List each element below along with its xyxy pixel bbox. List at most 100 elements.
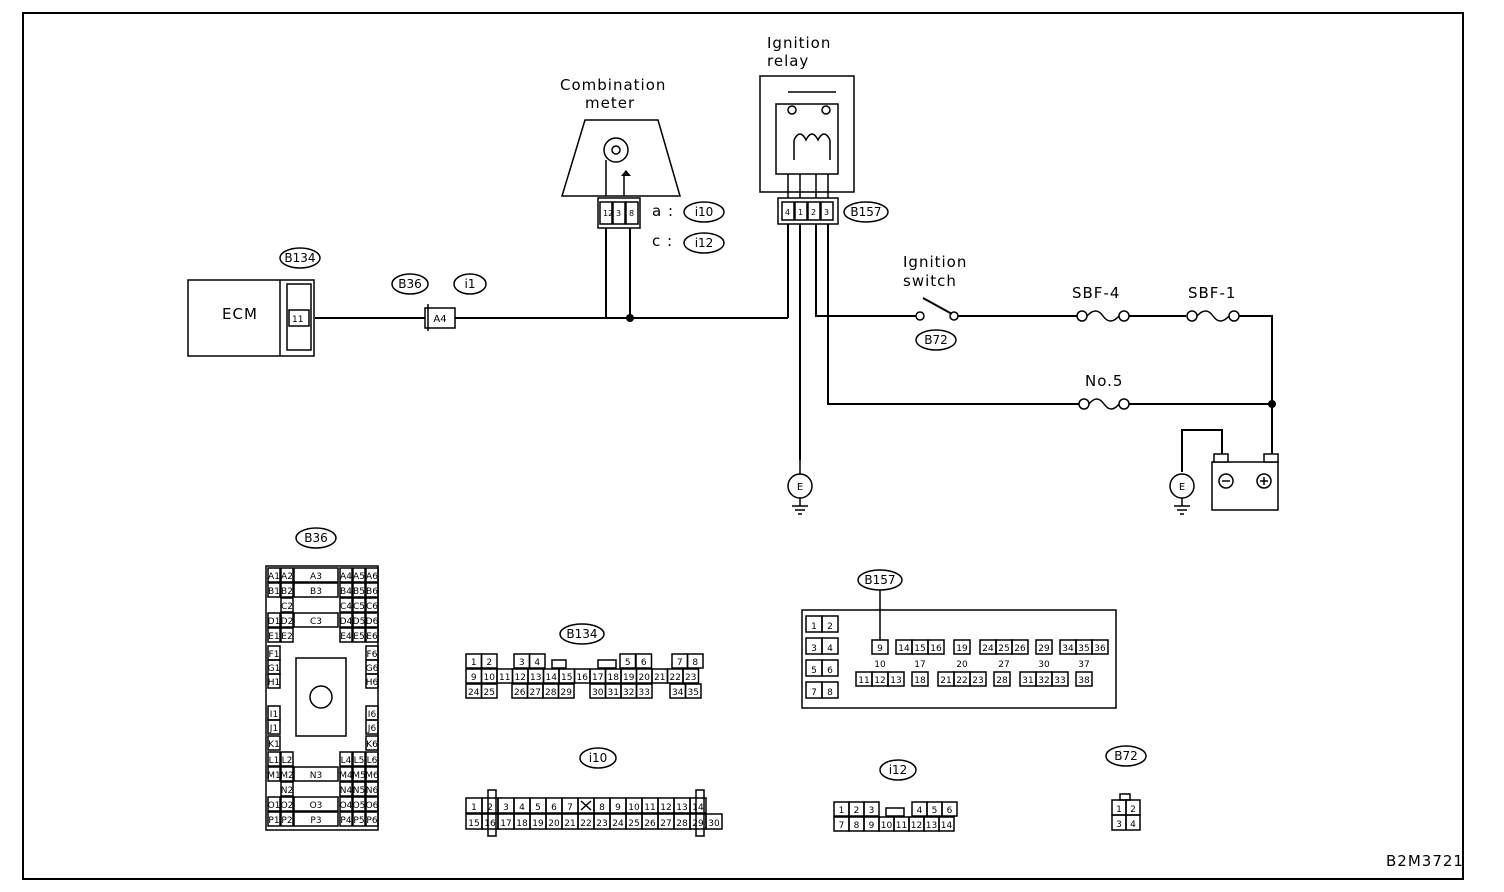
- connector-pin: E4: [339, 627, 353, 643]
- svg-text:23: 23: [685, 673, 696, 683]
- svg-text:38: 38: [1078, 676, 1090, 686]
- connector-pin: 14: [895, 639, 913, 655]
- svg-text:22: 22: [580, 819, 591, 829]
- wires: [315, 222, 1276, 472]
- svg-text:9: 9: [877, 644, 883, 654]
- connector-pin: 3: [805, 637, 823, 655]
- meter-pin-3: 3: [616, 209, 621, 218]
- connector-pin: 1: [465, 797, 483, 814]
- connector-pin: 2: [480, 653, 498, 669]
- svg-text:9: 9: [869, 821, 875, 831]
- connector-pin: 17: [497, 813, 515, 830]
- connector-pin: 2: [848, 801, 865, 817]
- bubble-b157-view: B157: [864, 573, 895, 587]
- svg-text:14: 14: [692, 803, 704, 813]
- svg-text:M5: M5: [352, 771, 366, 781]
- relay-pin-4: 4: [785, 208, 790, 217]
- connector-pin: 26: [641, 813, 659, 830]
- connector-pin: 10: [874, 660, 886, 670]
- svg-text:10: 10: [881, 821, 893, 831]
- connector-pin: 26: [1011, 639, 1029, 655]
- connector-pin: 28: [993, 671, 1011, 687]
- bubble-b36-view: B36: [304, 531, 328, 545]
- svg-text:12: 12: [911, 821, 922, 831]
- svg-text:A6: A6: [366, 572, 378, 582]
- svg-text:14: 14: [546, 673, 558, 683]
- svg-text:4: 4: [917, 806, 923, 816]
- connector-pin: 4: [821, 637, 839, 655]
- connector-pin: 5: [926, 801, 943, 817]
- svg-text:35: 35: [1078, 644, 1089, 654]
- connector-pin: 4: [513, 797, 531, 814]
- connector-pin: G6: [365, 659, 379, 675]
- connector-pin: 6: [821, 659, 839, 677]
- svg-text:1: 1: [471, 803, 477, 813]
- svg-text:F1: F1: [269, 650, 280, 660]
- svg-text:N6: N6: [366, 786, 379, 796]
- junction-dot: [626, 314, 634, 322]
- connector-pin: 6: [941, 801, 958, 817]
- connector-pin: 16: [927, 639, 945, 655]
- connector-pin: 8: [593, 797, 611, 814]
- svg-text:O1: O1: [268, 801, 281, 811]
- svg-text:B1: B1: [268, 587, 280, 597]
- svg-text:18: 18: [914, 676, 926, 686]
- svg-text:L5: L5: [354, 756, 365, 766]
- connector-pin: A6: [365, 567, 379, 583]
- svg-text:8: 8: [692, 658, 698, 668]
- svg-text:1: 1: [471, 658, 477, 668]
- connector-pin: L1: [267, 751, 281, 767]
- connector-pin: E5: [352, 627, 366, 643]
- relay-pin-3: 3: [824, 208, 829, 217]
- connector-pin: 10: [878, 816, 895, 832]
- svg-text:11: 11: [644, 803, 655, 813]
- svg-text:K6: K6: [366, 740, 378, 750]
- svg-text:6: 6: [827, 666, 833, 676]
- svg-text:24: 24: [982, 644, 994, 654]
- connector-pin: 32: [620, 683, 638, 699]
- connector-pin: C3: [293, 612, 339, 628]
- svg-text:28: 28: [996, 676, 1008, 686]
- svg-text:E5: E5: [353, 632, 364, 642]
- connector-pin: 29: [557, 683, 575, 699]
- svg-text:35: 35: [688, 688, 699, 698]
- bubble-b72-view: B72: [1114, 749, 1138, 763]
- connector-pin: 9: [465, 668, 483, 684]
- connector-pin: 1: [1111, 799, 1127, 816]
- connector-pin: 1: [833, 801, 850, 817]
- connector-pin: 28: [542, 683, 560, 699]
- connector-pin: 21: [651, 668, 669, 684]
- svg-text:H6: H6: [366, 678, 379, 688]
- connector-pin: B3: [293, 582, 339, 598]
- svg-text:34: 34: [1062, 644, 1074, 654]
- connector-pin: 18: [911, 671, 929, 687]
- svg-text:3: 3: [1116, 820, 1122, 830]
- svg-text:N4: N4: [340, 786, 353, 796]
- svg-text:24: 24: [468, 688, 480, 698]
- connector-pin: 24: [465, 683, 483, 699]
- svg-text:3: 3: [519, 658, 525, 668]
- connector-pin: 35: [1075, 639, 1093, 655]
- connector-pin: 25: [480, 683, 498, 699]
- meter-a-prefix: a :: [652, 202, 674, 220]
- relay-pin-2: 2: [811, 208, 816, 217]
- connector-pin: O1: [267, 796, 281, 812]
- connector-pin: 9: [863, 816, 880, 832]
- svg-text:K1: K1: [268, 740, 280, 750]
- connector-pin: 18: [513, 813, 531, 830]
- connector-pin: 2: [1125, 799, 1141, 816]
- bubble-i10-view: i10: [589, 751, 608, 765]
- connector-pin: L6: [365, 751, 379, 767]
- connector-pin: 13: [887, 671, 905, 687]
- connector-pin: 11: [855, 671, 873, 687]
- connector-pin: P5: [352, 811, 366, 827]
- connector-pin: 27: [998, 660, 1009, 670]
- svg-text:2: 2: [1130, 805, 1136, 815]
- svg-text:P1: P1: [268, 816, 279, 826]
- connector-pin: 6: [635, 653, 653, 669]
- connector-pin: 31: [1019, 671, 1037, 687]
- connector-pin: 7: [805, 681, 823, 699]
